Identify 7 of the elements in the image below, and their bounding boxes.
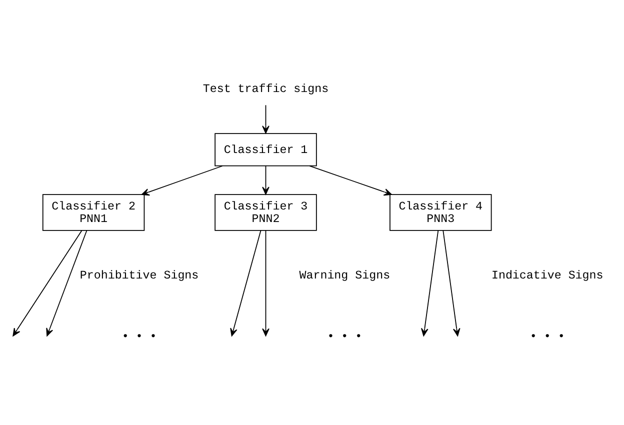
label: • • • xyxy=(530,330,565,344)
label: Indicative Signs xyxy=(491,269,604,282)
label: Prohibitive Signs xyxy=(80,269,199,282)
label: • • • xyxy=(327,330,362,344)
node-text: Test traffic signs xyxy=(202,82,329,96)
label: • • • xyxy=(122,330,157,344)
label: Warning Signs xyxy=(299,269,390,282)
